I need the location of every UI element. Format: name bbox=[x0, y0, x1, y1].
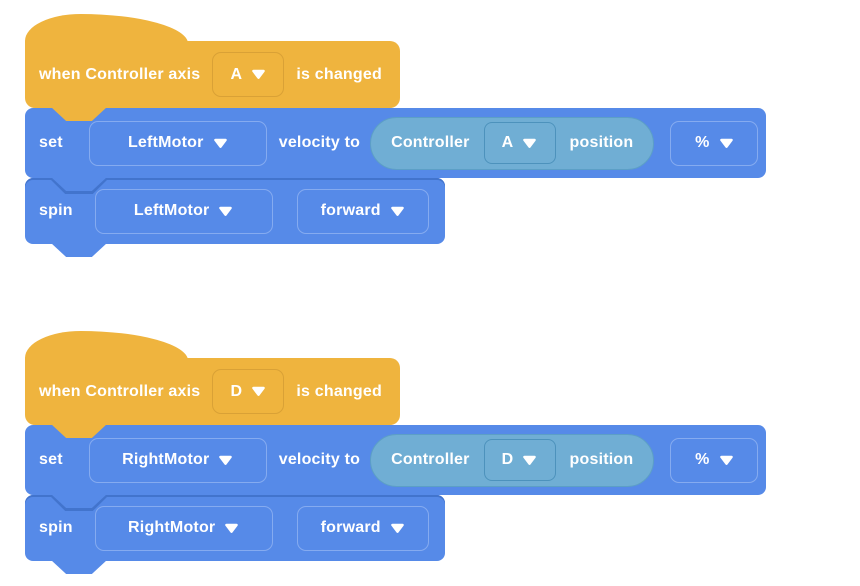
dropdown-arrow-icon bbox=[218, 455, 233, 466]
unit-dropdown-value: % bbox=[695, 134, 710, 151]
hat-label-before: when Controller axis bbox=[39, 65, 201, 83]
direction-dropdown-value: forward bbox=[320, 519, 381, 536]
bottom-tab bbox=[51, 243, 107, 257]
hat-block-when-controller-axis[interactable]: when Controller axis D is changed bbox=[25, 331, 400, 425]
dropdown-arrow-icon bbox=[719, 138, 734, 149]
direction-dropdown[interactable]: forward bbox=[296, 188, 429, 234]
spin-block[interactable]: spin RightMotor forward bbox=[25, 494, 445, 574]
controller-position-reporter[interactable]: Controller D position bbox=[370, 433, 655, 487]
dropdown-arrow-icon bbox=[719, 455, 734, 466]
set-velocity-block[interactable]: set RightMotor velocity to Controller D … bbox=[25, 424, 767, 495]
controller-axis-value: A bbox=[501, 134, 514, 151]
motor-dropdown-value: LeftMotor bbox=[133, 202, 210, 219]
dropdown-arrow-icon bbox=[522, 138, 537, 149]
notch-tab bbox=[51, 107, 107, 121]
controller-axis-dropdown[interactable]: A bbox=[483, 122, 556, 164]
dropdown-arrow-icon bbox=[522, 455, 537, 466]
spin-label: spin bbox=[39, 519, 73, 536]
hat-label-after: is changed bbox=[296, 382, 382, 400]
block-stack-right-motor: when Controller axis D is changed set Ri… bbox=[25, 330, 767, 574]
dropdown-arrow-icon bbox=[390, 206, 405, 217]
set-label: set bbox=[39, 451, 63, 468]
notch-tab bbox=[51, 177, 107, 191]
reporter-device-label: Controller bbox=[391, 451, 470, 468]
unit-dropdown[interactable]: % bbox=[670, 120, 759, 166]
axis-dropdown[interactable]: D bbox=[212, 369, 285, 414]
motor-dropdown[interactable]: LeftMotor bbox=[88, 120, 267, 166]
dropdown-arrow-icon bbox=[224, 523, 239, 534]
controller-position-reporter[interactable]: Controller A position bbox=[370, 116, 655, 170]
dropdown-arrow-icon bbox=[251, 386, 266, 397]
direction-dropdown-value: forward bbox=[320, 202, 381, 219]
spin-label: spin bbox=[39, 202, 73, 219]
controller-axis-dropdown[interactable]: D bbox=[483, 439, 556, 481]
notch-tab bbox=[51, 494, 107, 508]
motor-dropdown-value: LeftMotor bbox=[127, 134, 204, 151]
hat-dome bbox=[25, 14, 188, 45]
reporter-property-label: position bbox=[569, 134, 634, 151]
dropdown-arrow-icon bbox=[218, 206, 233, 217]
direction-dropdown[interactable]: forward bbox=[296, 505, 429, 551]
set-label: set bbox=[39, 134, 63, 151]
controller-axis-value: D bbox=[501, 451, 514, 468]
hat-label-before: when Controller axis bbox=[39, 382, 201, 400]
axis-dropdown-value: D bbox=[230, 382, 243, 400]
axis-dropdown[interactable]: A bbox=[212, 52, 285, 97]
motor-dropdown-value: RightMotor bbox=[122, 451, 210, 468]
reporter-property-label: position bbox=[569, 451, 634, 468]
notch-tab bbox=[51, 424, 107, 438]
hat-label-after: is changed bbox=[296, 65, 382, 83]
motor-dropdown[interactable]: LeftMotor bbox=[94, 188, 273, 234]
spin-block[interactable]: spin LeftMotor forward bbox=[25, 177, 445, 257]
dropdown-arrow-icon bbox=[213, 138, 228, 149]
motor-dropdown[interactable]: RightMotor bbox=[88, 437, 267, 483]
unit-dropdown-value: % bbox=[695, 451, 710, 468]
hat-dome bbox=[25, 331, 188, 362]
bottom-tab bbox=[51, 560, 107, 574]
velocity-to-label: velocity to bbox=[278, 134, 361, 151]
dropdown-arrow-icon bbox=[251, 69, 266, 80]
reporter-device-label: Controller bbox=[391, 134, 470, 151]
velocity-to-label: velocity to bbox=[278, 451, 361, 468]
block-stack-left-motor: when Controller axis A is changed set Le… bbox=[25, 13, 767, 257]
hat-block-when-controller-axis[interactable]: when Controller axis A is changed bbox=[25, 14, 400, 108]
motor-dropdown[interactable]: RightMotor bbox=[94, 505, 273, 551]
dropdown-arrow-icon bbox=[390, 523, 405, 534]
motor-dropdown-value: RightMotor bbox=[128, 519, 216, 536]
axis-dropdown-value: A bbox=[230, 65, 243, 83]
unit-dropdown[interactable]: % bbox=[670, 437, 759, 483]
set-velocity-block[interactable]: set LeftMotor velocity to Controller A p… bbox=[25, 107, 767, 178]
